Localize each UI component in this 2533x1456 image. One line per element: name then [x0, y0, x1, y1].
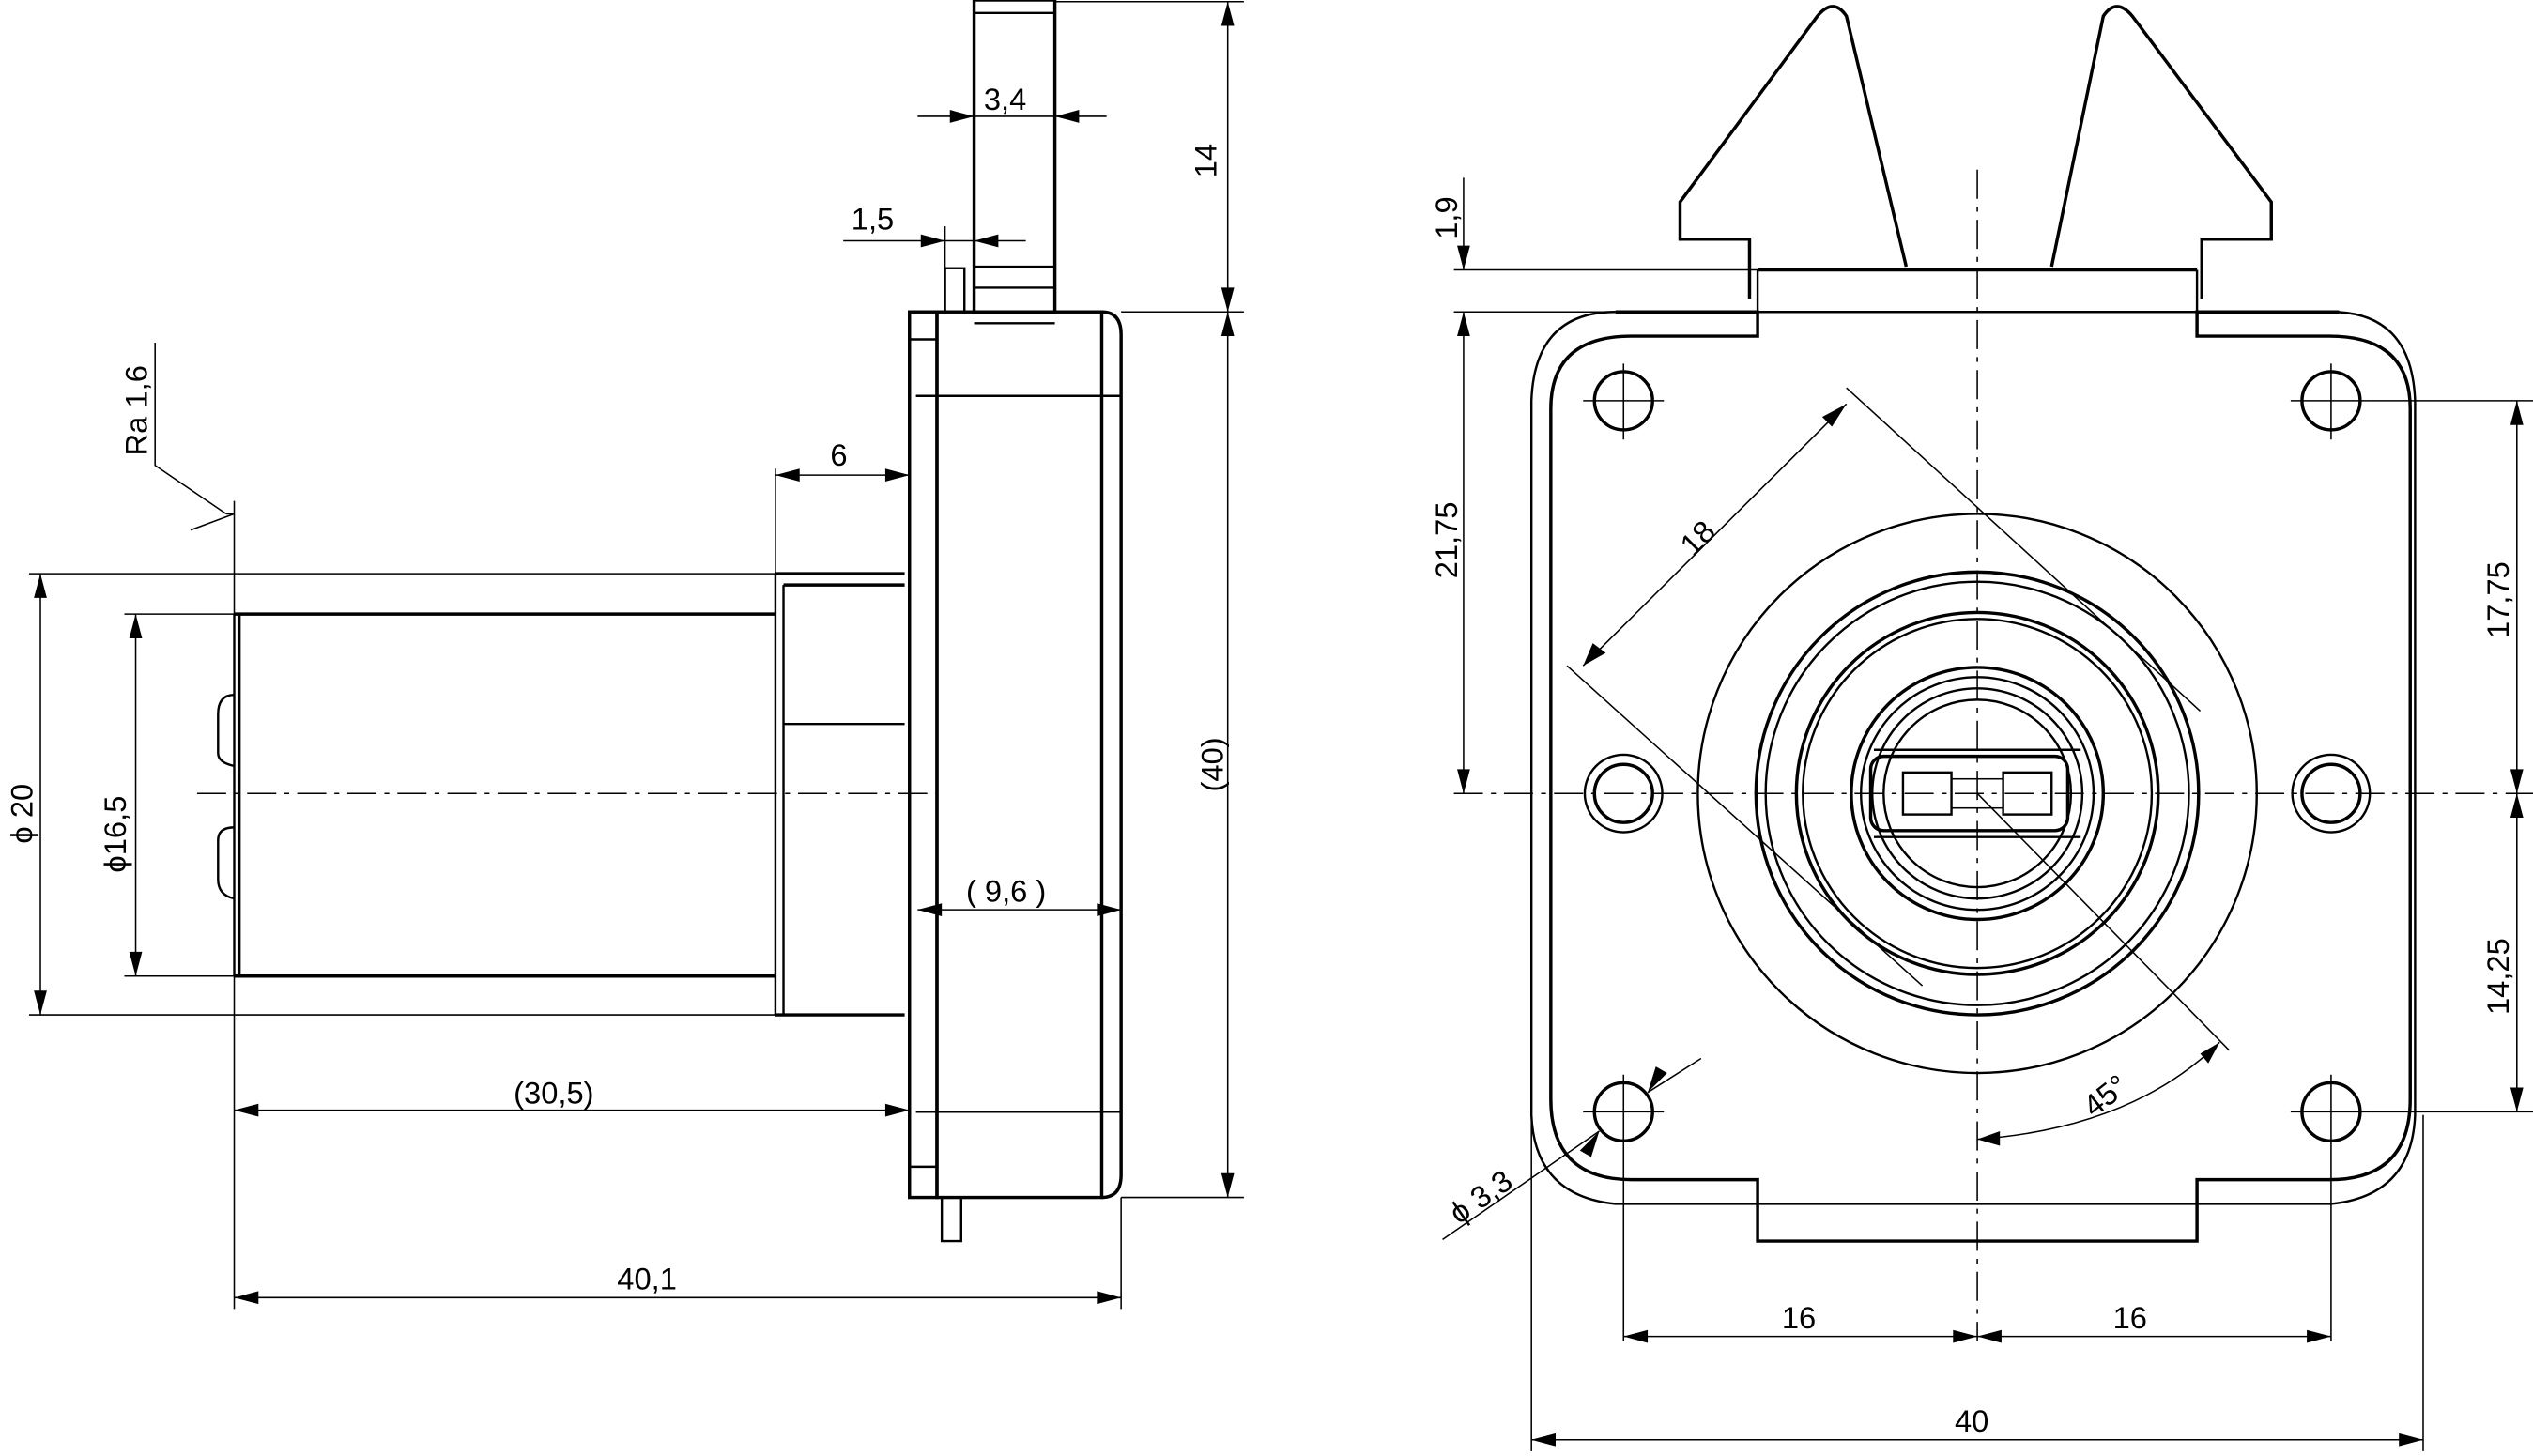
dim-overall-width — [1530, 1114, 2424, 1451]
surface-finish-label: Ra 1,6 — [119, 365, 154, 455]
dim-tab-offset — [843, 225, 1026, 268]
cam-tongue — [1678, 5, 2273, 337]
dim-housing-depth — [917, 903, 1122, 917]
dim-shoulder-length — [775, 468, 910, 575]
dim-angle — [1977, 1041, 2220, 1146]
dim-angle-label: 45° — [2077, 1067, 2135, 1124]
dim-tongue-width-label: 3,4 — [984, 82, 1026, 116]
mounting-plate — [1529, 310, 2417, 1243]
dim-key-diagonal-label: 18 — [1673, 513, 1722, 562]
dim-housing-height — [1121, 312, 1244, 1199]
cylinder-body — [196, 572, 937, 1017]
dim-hole-spacing-right-label: 16 — [2113, 1300, 2147, 1335]
dim-inner-diameter — [124, 613, 235, 977]
front-view: 18 1,9 21,75 17,75 14,25 — [1429, 5, 2533, 1451]
dim-tongue-height — [1054, 0, 1244, 314]
dim-cylinder-length — [234, 1103, 910, 1117]
dim-overall-width-label: 40 — [1955, 1403, 1988, 1438]
dim-housing-depth-label: ( 9,6 ) — [966, 874, 1046, 909]
dim-outer-diameter — [28, 573, 775, 1016]
dim-cylinder-length-label: (30,5) — [514, 1076, 593, 1111]
dim-hole-spacing-left-label: 16 — [1782, 1300, 1816, 1335]
tongue — [972, 0, 1057, 325]
dim-top-to-center — [1457, 312, 1470, 794]
dim-hole-spacing — [1623, 1329, 2331, 1343]
dim-tongue-width — [917, 110, 1107, 123]
dim-right-vertical — [2371, 400, 2533, 1113]
dim-outer-diameter-label: ϕ 20 — [4, 784, 38, 844]
dim-hole-diameter — [1442, 1057, 1702, 1240]
dim-key-diagonal — [1566, 387, 2231, 1051]
side-view: Ra 1,6 — [4, 0, 1244, 1310]
housing — [908, 267, 1123, 1243]
dim-hole-diameter-label: ϕ 3,3 — [1443, 1162, 1519, 1230]
dim-overall-length-label: 40,1 — [617, 1262, 677, 1296]
dim-hole-to-center-top-label: 17,75 — [2480, 561, 2515, 638]
dim-overall-length — [234, 1197, 1122, 1310]
dim-shoulder-length-label: 6 — [830, 437, 847, 472]
dim-flange-offset-label: 1,9 — [1429, 196, 1464, 238]
dim-inner-diameter-label: ϕ16,5 — [98, 796, 132, 873]
dim-housing-height-label: (40) — [1195, 737, 1230, 791]
surface-finish-symbol — [154, 342, 236, 1310]
dim-tongue-height-label: 14 — [1189, 144, 1223, 177]
dim-top-to-center-label: 21,75 — [1429, 501, 1464, 578]
dim-tab-offset-label: 1,5 — [852, 201, 894, 236]
dim-center-to-hole-bottom-label: 14,25 — [2480, 938, 2515, 1015]
